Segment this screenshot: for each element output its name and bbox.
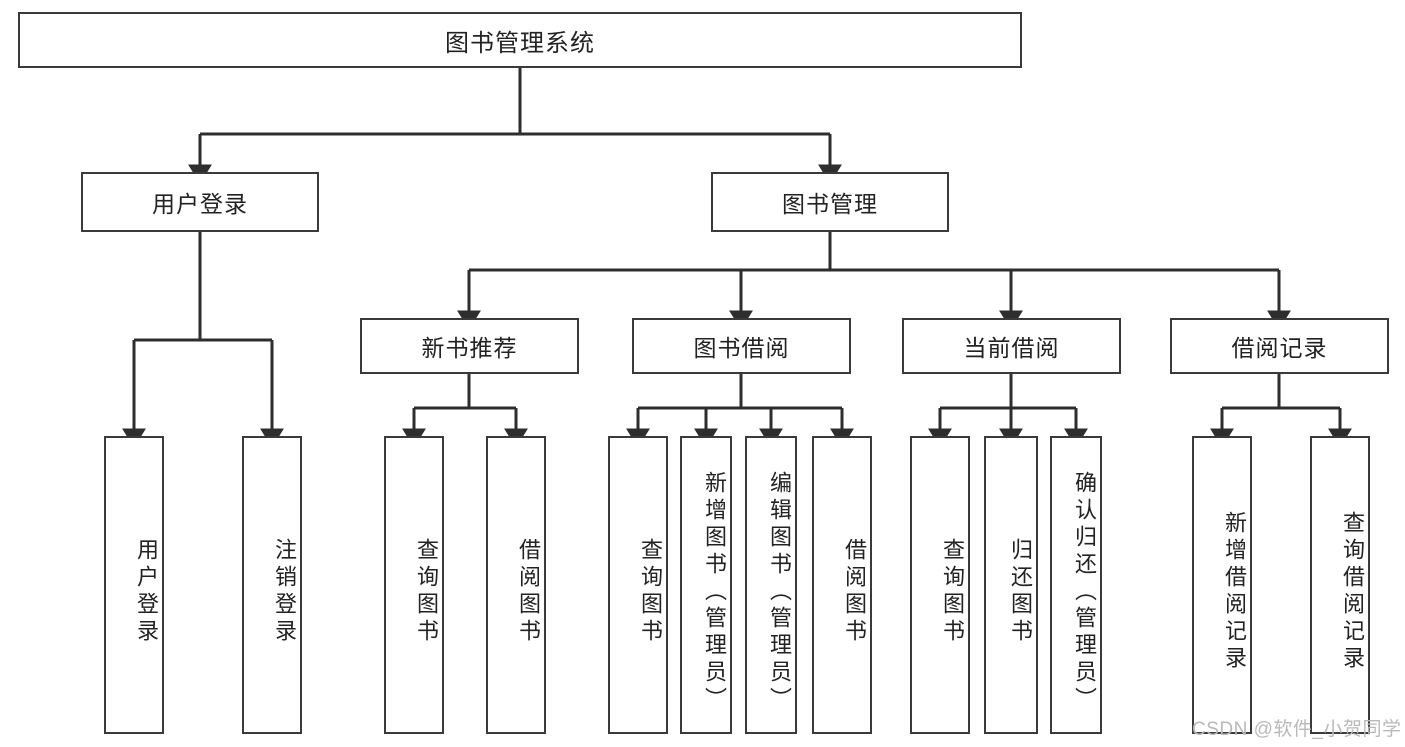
node-label: 图书管理: [782, 191, 878, 217]
node-label: 当前借阅: [963, 335, 1060, 361]
node-label: 新增借阅记录: [1222, 511, 1247, 673]
node-book-manage[interactable]: 图书管理: [711, 172, 949, 232]
node-label: 查询图书: [414, 538, 439, 646]
node-label: 用户登录: [152, 191, 248, 217]
node-label: 归还图书: [1008, 538, 1033, 646]
node-label: 注销登录: [272, 538, 297, 646]
node-book-borrow[interactable]: 图书借阅: [632, 318, 851, 374]
node-leaf-query-book-rec[interactable]: 查询图书: [384, 436, 444, 734]
node-user-login[interactable]: 用户登录: [81, 172, 319, 232]
node-label: 借阅图书: [516, 538, 541, 646]
node-root-图书管理系统[interactable]: 图书管理系统: [18, 12, 1022, 68]
node-leaf-borrow-book[interactable]: 借阅图书: [812, 436, 872, 734]
node-leaf-return-book[interactable]: 归还图书: [984, 436, 1038, 734]
node-leaf-edit-book[interactable]: 编辑图书（管理员）: [745, 436, 797, 734]
node-current-borrow[interactable]: 当前借阅: [902, 318, 1121, 374]
node-label: 用户登录: [134, 538, 159, 646]
node-leaf-query-book-borrow[interactable]: 查询图书: [608, 436, 668, 734]
node-leaf-query-record[interactable]: 查询借阅记录: [1310, 436, 1370, 734]
node-label: 借阅记录: [1231, 335, 1328, 361]
node-label: 查询借阅记录: [1340, 511, 1365, 673]
node-label: 图书借阅: [693, 335, 790, 361]
node-label: 新增图书（管理员）: [702, 470, 727, 714]
node-label: 编辑图书（管理员）: [767, 470, 792, 714]
node-new-book-rec[interactable]: 新书推荐: [360, 318, 579, 374]
node-leaf-add-record[interactable]: 新增借阅记录: [1192, 436, 1252, 734]
node-borrow-record[interactable]: 借阅记录: [1170, 318, 1389, 374]
node-label: 查询图书: [940, 538, 965, 646]
node-leaf-logout[interactable]: 注销登录: [242, 436, 302, 734]
node-leaf-query-book-cur[interactable]: 查询图书: [910, 436, 970, 734]
node-leaf-add-book[interactable]: 新增图书（管理员）: [680, 436, 732, 734]
connector-lines: [122, 68, 1352, 448]
node-leaf-borrow-book-rec[interactable]: 借阅图书: [486, 436, 546, 734]
node-leaf-user-login[interactable]: 用户登录: [104, 436, 164, 734]
node-label: 图书管理系统: [445, 29, 595, 57]
node-label: 查询图书: [638, 538, 663, 646]
node-label: 借阅图书: [842, 538, 867, 646]
node-leaf-confirm-return[interactable]: 确认归还（管理员）: [1050, 436, 1102, 734]
node-label: 确认归还（管理员）: [1072, 470, 1097, 714]
node-label: 新书推荐: [421, 335, 518, 361]
